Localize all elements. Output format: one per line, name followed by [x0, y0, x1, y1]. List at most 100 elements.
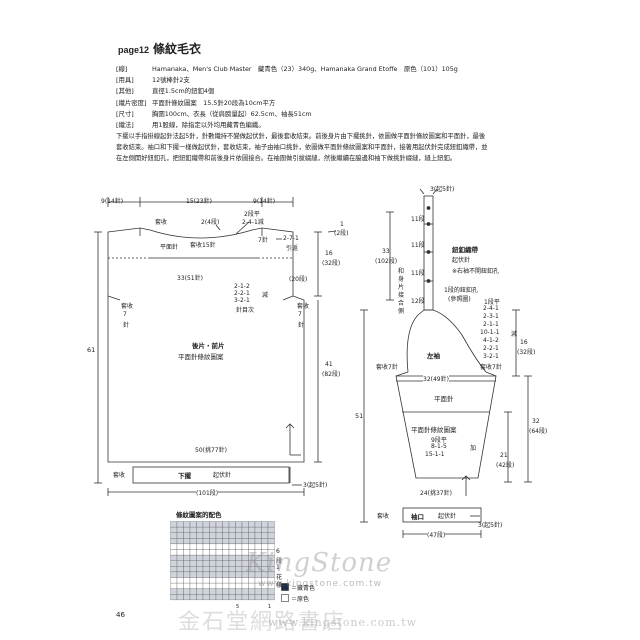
chart-cell: [189, 532, 197, 539]
chart-cell: [215, 549, 223, 556]
chart-cell: [196, 543, 204, 550]
chart-cell: [170, 566, 178, 573]
swatch-navy: [281, 583, 289, 591]
chart-cell: [241, 582, 249, 589]
chart-cell: [235, 521, 243, 528]
chart-cell: [196, 588, 204, 595]
instruction-line: 在左側開好鈕釦孔，把鈕釦織帶和前後身片依圖接合。在袖圍做引拔綴縫，然後繼續在脇邊…: [116, 155, 457, 162]
body-width-mid: 15(23針): [186, 198, 212, 205]
chart-cell: [189, 577, 197, 584]
chart-cell: [267, 526, 275, 533]
chart-cell: [248, 521, 256, 528]
chart-cell: [176, 521, 184, 528]
chart-cell: [176, 543, 184, 550]
chart-cell: [222, 526, 230, 533]
chart-cell: [189, 543, 197, 550]
chart-cell: [228, 566, 236, 573]
chart-cell: [209, 554, 217, 561]
chart-cell: [170, 582, 178, 589]
watermark-brand: KingStone: [246, 548, 393, 578]
chart-cell: [215, 571, 223, 578]
chart-cell: [209, 588, 217, 595]
instruction-line: 下擺以手指掛線起針法起5針，針數織持不變做起伏針，最後套收結束。前後身片由下擺挑…: [116, 133, 486, 140]
chart-cell: [222, 577, 230, 584]
hem-label: 下擺: [178, 472, 191, 480]
spec-row: [織法]用1股線，除指定以外均用藏青色編織。: [116, 121, 265, 130]
chart-cell: [215, 560, 223, 567]
chart-cell: [183, 526, 191, 533]
watermark-url-2: www.kingstone.com.tw: [268, 616, 418, 629]
chart-cell: [235, 538, 243, 545]
sleeve-pick-up: 24(挑37針): [420, 490, 452, 497]
chart-cell: [170, 554, 178, 561]
chart-cell: [196, 549, 204, 556]
chart-cell: [222, 532, 230, 539]
chart-cell: [202, 549, 210, 556]
chart-cell: [189, 588, 197, 595]
chart-cell: [176, 582, 184, 589]
chart-cell: [202, 543, 210, 550]
legend-cream: ＝原色: [291, 596, 310, 603]
chart-cell: [176, 532, 184, 539]
chart-cell: [241, 577, 249, 584]
chart-cell: [170, 577, 178, 584]
chart-cell: [228, 571, 236, 578]
hem-band: [132, 466, 290, 484]
chart-cell: [196, 582, 204, 589]
chart-cell: [254, 538, 262, 545]
chart-cell: [215, 566, 223, 573]
chart-cell: [254, 594, 262, 601]
chart-cell: [215, 543, 223, 550]
body-width-right: 9(14針): [253, 198, 276, 205]
chart-cell: [196, 521, 204, 528]
chart-cell: [235, 582, 243, 589]
chart-cell: [228, 588, 236, 595]
chart-cell: [209, 521, 217, 528]
pattern-label: 平面針條紋圖案: [178, 353, 224, 361]
chart-cell: [235, 554, 243, 561]
total-height: 61: [87, 346, 96, 354]
sleeve-width: 32(49針): [423, 374, 449, 383]
chart-cell: [176, 560, 184, 567]
chart-cell: [241, 538, 249, 545]
chart-cell: [202, 532, 210, 539]
chart-cell: [248, 538, 256, 545]
watermark-chinese: 金石堂網路書店: [178, 610, 347, 635]
chart-cell: [209, 549, 217, 556]
chart-cell: [222, 554, 230, 561]
chart-cell: [202, 554, 210, 561]
legend-navy: ＝藏青色: [291, 585, 316, 592]
chart-cell: [222, 588, 230, 595]
chart-cell: [235, 549, 243, 556]
chart-cell: [183, 521, 191, 528]
chart-cell: [248, 526, 256, 533]
chart-cell: [235, 588, 243, 595]
chart-cell: [261, 594, 269, 601]
chart-cell: [248, 582, 256, 589]
chart-cell: [248, 532, 256, 539]
chart-cell: [176, 549, 184, 556]
spec-row: [織片密度]平面針條紋圖案 15.5針20段為10cm平方: [116, 98, 276, 107]
spec-row: [尺寸]胸圍100cm、衣長（從肩膀量起）62.5cm、袖長51cm: [116, 109, 312, 118]
chart-cell: [209, 582, 217, 589]
materials-list: [線]Hamanaka、Men's Club Master 藏青色（23）340…: [116, 64, 556, 131]
chart-cell: [170, 594, 178, 601]
chart-cell: [202, 566, 210, 573]
chart-cell: [222, 543, 230, 550]
chart-cell: [183, 554, 191, 561]
chart-cell: [183, 538, 191, 545]
chart-cell: [228, 554, 236, 561]
chart-cell: [215, 532, 223, 539]
chart-cell: [176, 566, 184, 573]
chart-cell: [248, 577, 256, 584]
chart-cell: [209, 532, 217, 539]
chart-cell: [170, 526, 178, 533]
chart-cell: [183, 588, 191, 595]
chart-cell: [228, 532, 236, 539]
chart-cell: [241, 532, 249, 539]
chart-cell: [215, 582, 223, 589]
chart-cell: [241, 526, 249, 533]
chart-cell: [267, 588, 275, 595]
chart-cell: [189, 538, 197, 545]
